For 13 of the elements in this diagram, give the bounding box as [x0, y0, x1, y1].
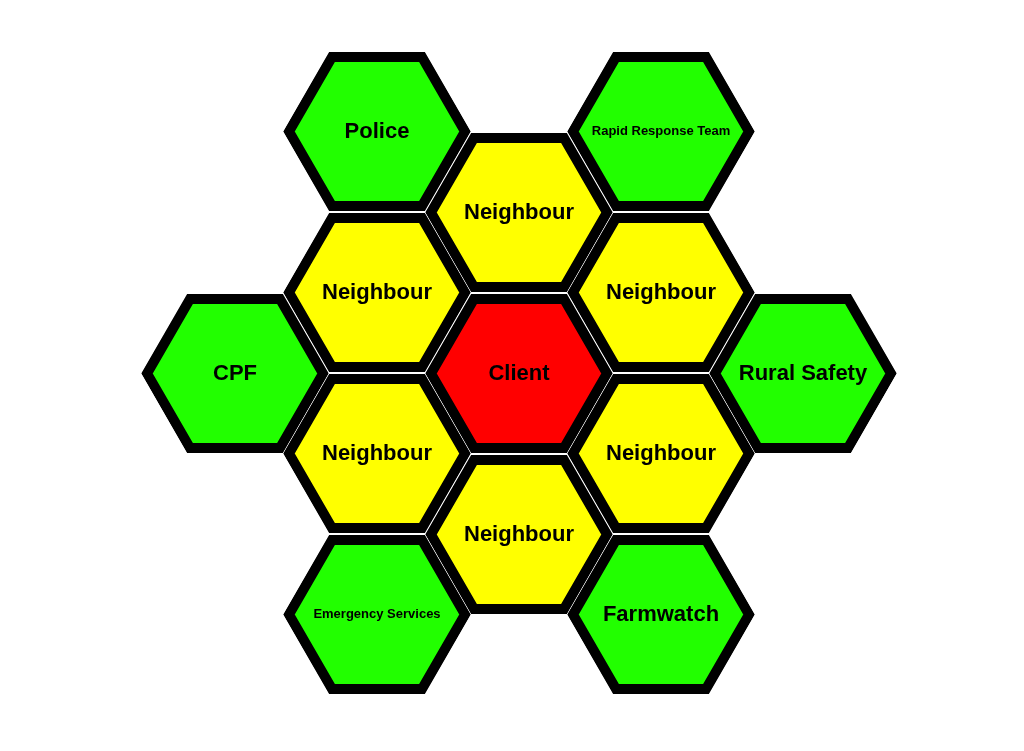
- tile-label: Rural Safety: [738, 360, 868, 386]
- tile-label: Police: [344, 119, 410, 144]
- tile-label: Neighbour: [606, 441, 716, 466]
- tile-label: Farmwatch: [602, 602, 720, 627]
- tile-label: Client: [488, 360, 550, 386]
- tile-label: CPF: [213, 360, 257, 386]
- tile-label: Neighbour: [464, 199, 574, 225]
- tile-label: Neighbour: [322, 280, 432, 305]
- tile-label: Emergency Services: [313, 607, 441, 622]
- tile-label: Neighbour: [322, 441, 432, 466]
- tile-label: Neighbour: [606, 280, 716, 305]
- tile-label: Rapid Response Team: [591, 124, 731, 139]
- tile-label: Neighbour: [464, 521, 574, 547]
